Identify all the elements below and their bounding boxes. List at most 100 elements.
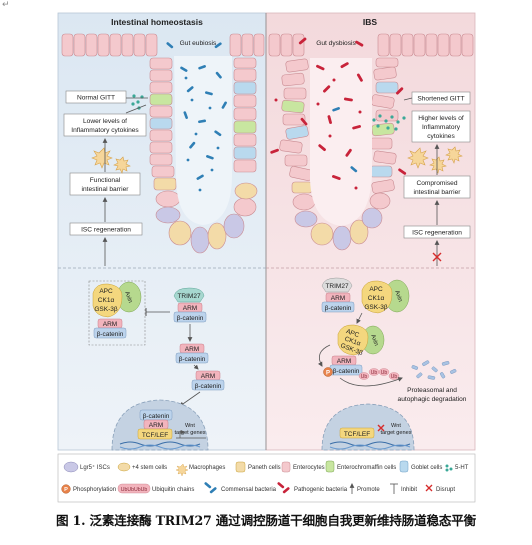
right-apc-2: APC	[345, 328, 360, 339]
normal-gitt-box	[65, 90, 127, 104]
left-wnt2: target genes	[174, 430, 205, 436]
legend-ub-swatch	[117, 483, 151, 494]
legend-macrophages: Macrophages	[189, 465, 225, 471]
legend-disrupt-icon	[425, 484, 433, 492]
left-complex-bcat: β-catenin	[97, 331, 124, 338]
legend-stem4: +4 stem cells	[132, 465, 167, 471]
compromised-line2: intestinal barrier	[414, 189, 462, 196]
right-cytokines-line2: Inflammatory	[422, 124, 461, 131]
legend-macrophage-icon	[175, 463, 189, 477]
cytokines-box	[63, 113, 147, 137]
barrier-box	[69, 172, 141, 196]
left-complex-frame	[88, 280, 146, 346]
left-nuc-arm: ARM	[149, 422, 163, 429]
right-wnt2: target genes	[380, 430, 411, 436]
left-epithelium	[61, 33, 265, 254]
legend-goblet-swatch	[399, 460, 409, 473]
left-panel-title: Intestinal homeostasis	[111, 17, 203, 27]
right-gsk3b: GSK-3β	[364, 304, 388, 311]
right-cytokines-box	[411, 110, 471, 143]
ub-3: Ub	[381, 370, 388, 376]
right-macrophages	[407, 146, 463, 174]
legend-enterocytes: Enterocytes	[293, 465, 325, 471]
left-macrophages	[91, 147, 131, 174]
right-flow-arrows	[403, 97, 440, 266]
right-top-bcat: β-catenin	[325, 305, 352, 312]
legend-box	[57, 453, 476, 503]
left-signaling: Axin APC CK1α GSK-3β ARM β-catenin TRIM2…	[88, 280, 225, 451]
left-free-bcat: β-catenin	[179, 356, 206, 363]
legend-commensal-icon	[204, 482, 217, 494]
right-bound-bcat: β-catenin	[333, 368, 360, 375]
right-panel-title: IBS	[363, 17, 378, 27]
left-flow-arrows	[102, 97, 148, 266]
degradation-line2: autophagic degradation	[398, 396, 467, 403]
legend-paneth-swatch	[235, 461, 246, 473]
left-tcf-lef: TCF/LEF	[142, 432, 168, 439]
left-trim-arm: ARM	[183, 305, 197, 312]
legend-enteroch-swatch	[325, 460, 335, 473]
legend-lgr5-swatch	[63, 461, 79, 473]
left-free-arm: ARM	[185, 346, 199, 353]
ub-4: Ub	[391, 374, 398, 380]
left-ck1a: CK1α	[98, 297, 115, 304]
ub-2: Ub	[371, 370, 378, 376]
legend-pathogenic-icon	[277, 482, 290, 494]
right-top-arm: ARM	[331, 295, 345, 302]
right-tcf-lef: TCF/LEF	[344, 431, 370, 438]
barrier-line2: intestinal barrier	[82, 186, 130, 193]
right-isc-regen-label: ISC regeneration	[412, 230, 462, 237]
compromised-line1: Compromised	[416, 180, 457, 187]
right-ck1a: CK1α	[368, 295, 385, 302]
right-disrupt-mark	[432, 252, 442, 262]
figure-caption: 图 1. 泛素连接酶 TRIM27 通过调控肠道干细胞自我更新维持肠道稳态平衡	[55, 513, 477, 528]
left-free2-bcat: β-catenin	[195, 383, 222, 390]
legend-enterocyte-swatch	[281, 461, 291, 473]
legend-commensal: Commensal bacteria	[221, 487, 277, 493]
ub-1: Ub	[361, 374, 368, 380]
right-phospho	[323, 367, 333, 377]
left-gsk3b: GSK-3β	[94, 306, 118, 313]
right-axin-2: Axin	[369, 334, 379, 347]
left-labels: Gut eubiosis Normal GITT Lower levels of…	[63, 40, 217, 236]
gut-dysbiosis-label: Gut dysbiosis	[316, 40, 356, 47]
legend-enteroch: Enterochromaffin cells	[337, 465, 396, 471]
right-apc: APC	[369, 286, 383, 293]
right-cytokines-line1: Higher levels of	[418, 115, 464, 122]
legend-goblet: Goblet cells	[411, 465, 442, 471]
left-axin: Axin	[123, 291, 133, 304]
left-free2-arm: ARM	[201, 373, 215, 380]
shortened-gitt-label: Shortened GITT	[417, 96, 464, 103]
normal-gitt-label: Normal GITT	[77, 95, 115, 102]
legend-phospho-swatch	[61, 484, 71, 494]
right-isc-regen-box	[403, 225, 471, 239]
legend-ub-chain: UbUbUbUb	[121, 487, 148, 493]
compromised-box	[403, 175, 471, 199]
right-trim27: TRIM27	[325, 283, 349, 290]
legend-ub: Ubiquitin chains	[152, 487, 194, 493]
legend-stem4-swatch	[117, 462, 131, 472]
right-axin: Axin	[393, 290, 403, 303]
legend-paneth: Paneth cells	[248, 465, 281, 471]
legend-5ht: 5-HT	[455, 465, 469, 471]
legend-pathogenic: Pathogenic bacteria	[294, 487, 348, 493]
legend-promote: Promote	[357, 487, 380, 493]
cytokines-line1: Lower levels of	[83, 118, 127, 125]
legend-5ht-icon	[445, 464, 453, 472]
legend-phospho: Phosphorylation	[73, 487, 116, 493]
barrier-line1: Functional	[90, 177, 121, 184]
left-trim27: TRIM27	[177, 293, 201, 300]
right-labels: Gut dysbiosis Shortened GITT Higher leve…	[316, 40, 471, 239]
legend-inhibit: Inhibit	[401, 487, 417, 493]
isc-regen-label: ISC regeneration	[81, 227, 131, 234]
left-apc: APC	[99, 288, 113, 295]
left-nuc-bcat: β-catenin	[143, 413, 170, 420]
right-epithelium	[268, 33, 474, 251]
corner-mark: ↵	[2, 0, 10, 10]
legend-inhibit-icon	[390, 483, 398, 494]
isc-regen-box	[69, 222, 143, 236]
left-trim-bcat: β-catenin	[177, 315, 204, 322]
left-complex-arm: ARM	[103, 321, 117, 328]
right-cytokines-line3: cytokines	[427, 133, 455, 140]
